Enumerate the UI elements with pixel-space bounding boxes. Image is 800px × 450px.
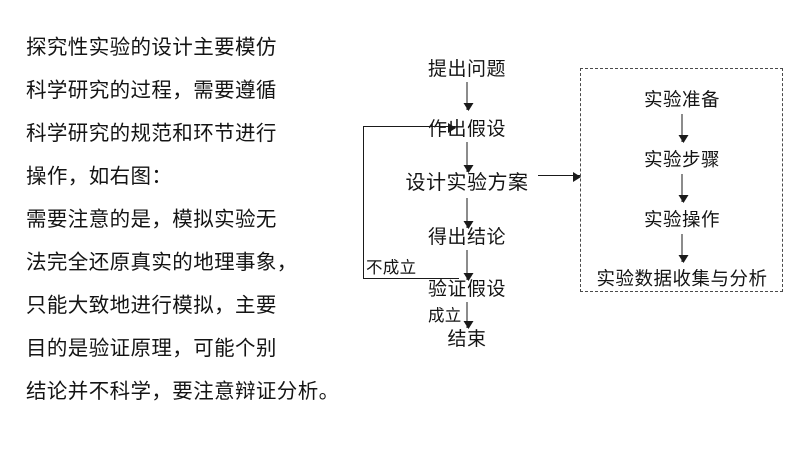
prose-line: 结论并不科学，要注意辩证分析。 (26, 379, 340, 403)
flow-node-make-hypothesis: 作出假设 (427, 118, 507, 140)
flow-node-raise-question: 提出问题 (427, 58, 507, 80)
flow-arrow-down-icon (463, 142, 474, 173)
subprocess-node-steps: 实验步骤 (643, 150, 721, 171)
flow-arrow-down-icon (463, 302, 474, 329)
subprocess-arrow-down-icon (678, 174, 689, 203)
flow-loopback-bottom-segment (363, 278, 459, 279)
prose-line: 只能大致地进行模拟，主要 (26, 293, 277, 317)
flow-node-end: 结束 (447, 328, 487, 350)
flow-arrow-down-icon (463, 198, 474, 229)
prose-line: 目的是验证原理，可能个别 (26, 336, 277, 360)
subprocess-node-operation: 实验操作 (643, 210, 721, 231)
flow-loopback-vertical-segment (363, 126, 364, 279)
prose-line: 操作，如右图： (26, 164, 173, 188)
flow-edge-label-pass: 成立 (428, 306, 462, 325)
flow-to-subprocess-arrow-icon (538, 171, 581, 182)
subprocess-node-preparation: 实验准备 (643, 90, 721, 111)
prose-line: 法完全还原真实的地理事象， (26, 250, 298, 274)
flow-node-design-experiment: 设计实验方案 (405, 170, 529, 194)
main-flowchart: 提出问题 作出假设 设计实验方案 得出结论 验证假设 成立 结束 不成立 (355, 40, 585, 350)
flow-arrow-down-icon (463, 250, 474, 281)
prose-line: 探究性实验的设计主要模仿 (26, 35, 277, 59)
subprocess-dashed-container: 实验准备 实验步骤 实验操作 实验数据收集与分析 (580, 68, 783, 292)
flow-edge-label-fail: 不成立 (366, 258, 417, 277)
subprocess-arrow-down-icon (678, 114, 689, 143)
prose-line: 科学研究的规范和环节进行 (26, 121, 277, 145)
flow-loopback-arrow-icon (363, 122, 456, 133)
prose-line: 需要注意的是，模拟实验无 (26, 207, 277, 231)
flow-node-verify-hypothesis: 验证假设 (427, 278, 507, 300)
prose-line: 科学研究的过程，需要遵循 (26, 78, 277, 102)
explanatory-text-block: 探究性实验的设计主要模仿 科学研究的过程，需要遵循 科学研究的规范和环节进行 操… (26, 26, 356, 413)
flow-arrow-down-icon (463, 82, 474, 111)
subprocess-arrow-down-icon (678, 234, 689, 263)
subprocess-node-data-analysis: 实验数据收集与分析 (596, 269, 768, 290)
flow-node-draw-conclusion: 得出结论 (427, 226, 507, 248)
